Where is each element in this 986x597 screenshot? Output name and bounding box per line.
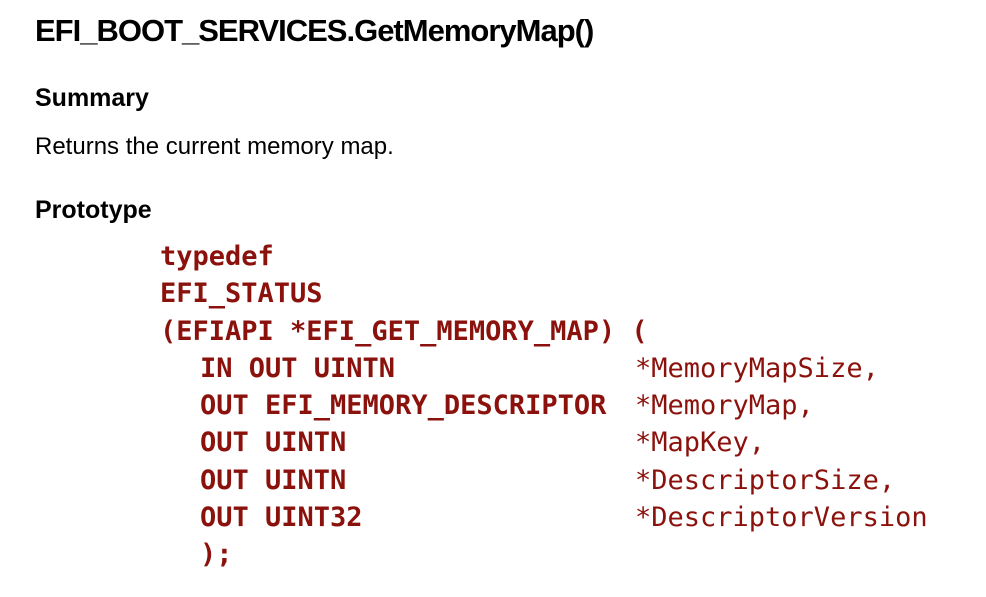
code-parameter: *MemoryMapSize, xyxy=(635,352,879,384)
code-keyword: OUT UINTN xyxy=(200,427,347,459)
code-line-param-mapkey: OUT UINTN *MapKey, xyxy=(160,424,966,461)
code-keyword: OUT UINTN xyxy=(200,464,347,496)
code-keyword: OUT EFI_MEMORY_DESCRIPTOR xyxy=(200,390,607,422)
code-parameter: *MemoryMap, xyxy=(635,390,814,422)
code-keyword: typedef xyxy=(160,241,274,272)
code-parameter: *DescriptorVersion xyxy=(635,502,928,534)
code-line-param-descriptorversion: OUT UINT32 *DescriptorVersion xyxy=(160,499,966,536)
summary-heading: Summary xyxy=(35,84,149,112)
prototype-code-block: typedef EFI_STATUS (EFIAPI *EFI_GET_MEMO… xyxy=(160,238,966,574)
code-line-closing-paren: ); xyxy=(160,536,966,573)
code-line-return-type: EFI_STATUS xyxy=(160,275,966,312)
code-line-param-descriptorsize: OUT UINTN *DescriptorSize, xyxy=(160,462,966,499)
summary-text: Returns the current memory map. xyxy=(35,133,394,160)
code-keyword: OUT UINT32 xyxy=(200,502,363,534)
code-line-typedef: typedef xyxy=(160,238,966,275)
code-parameter: *MapKey, xyxy=(635,427,766,459)
code-keyword: IN OUT UINTN xyxy=(200,352,396,384)
code-keyword: EFI_STATUS xyxy=(160,278,323,310)
prototype-heading: Prototype xyxy=(35,196,152,224)
code-line-param-memorymapsize: IN OUT UINTN *MemoryMapSize, xyxy=(160,350,966,387)
code-line-param-memorymap: OUT EFI_MEMORY_DESCRIPTOR *MemoryMap, xyxy=(160,387,966,424)
code-keyword: ); xyxy=(200,539,233,571)
code-keyword: (EFIAPI *EFI_GET_MEMORY_MAP) ( xyxy=(160,315,648,347)
code-parameter: *DescriptorSize, xyxy=(635,464,896,496)
code-line-function-signature: (EFIAPI *EFI_GET_MEMORY_MAP) ( xyxy=(160,313,966,350)
page-title: EFI_BOOT_SERVICES.GetMemoryMap() xyxy=(35,13,594,48)
